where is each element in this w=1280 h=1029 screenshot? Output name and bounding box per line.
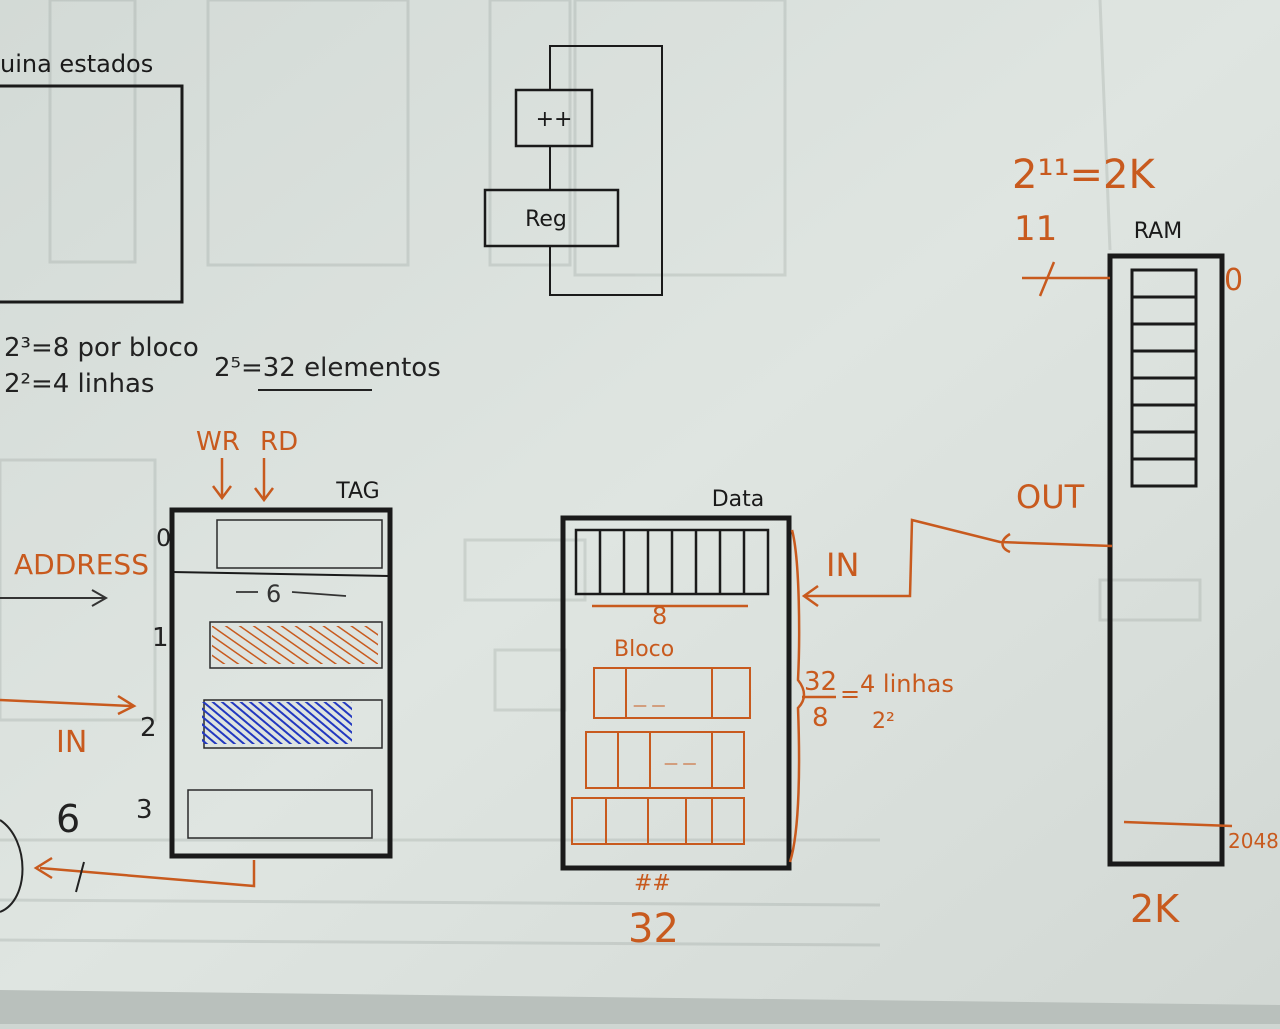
tag-memory-box bbox=[169, 507, 393, 859]
ram-to-data-wire bbox=[801, 518, 1113, 608]
tag-row-0 bbox=[216, 519, 383, 569]
data-block-row bbox=[574, 528, 770, 596]
ram-box bbox=[1107, 253, 1225, 867]
data-brace bbox=[788, 529, 806, 863]
paper-page bbox=[0, 0, 1280, 1005]
row-label-0: 0 bbox=[156, 524, 171, 552]
two-squared-label: 2² bbox=[872, 709, 895, 734]
state-machine-title: uina estados bbox=[0, 50, 153, 78]
ram-cells bbox=[1130, 268, 1198, 488]
wr-rd-arrows bbox=[212, 458, 274, 503]
counter-loop bbox=[549, 45, 663, 296]
rd-label: RD bbox=[260, 427, 298, 457]
svg-text:— —: — — bbox=[633, 698, 665, 714]
note-pow-a: 2³=8 por bloco bbox=[4, 333, 199, 363]
four-linhas-label: 4 linhas bbox=[860, 670, 954, 698]
tag-row-3 bbox=[187, 789, 373, 839]
tag-bits-label: 6 bbox=[266, 580, 281, 608]
tag-row-1 bbox=[209, 621, 383, 669]
eight-label: 8 bbox=[652, 602, 667, 630]
in-left-arrow bbox=[0, 694, 137, 716]
tag-title: TAG bbox=[335, 479, 379, 504]
svg-text:— —: — — bbox=[664, 756, 696, 772]
tag-row-2-hatch bbox=[202, 702, 352, 744]
tag-output-wire bbox=[33, 856, 256, 888]
bloco-label: Bloco bbox=[614, 637, 674, 662]
ram-last-address: 2048 bbox=[1228, 829, 1279, 853]
note-pow-b: 2²=4 linhas bbox=[4, 369, 154, 399]
ratio-equals: = bbox=[840, 680, 860, 708]
out-label: OUT bbox=[1016, 478, 1085, 516]
row-label-3: 3 bbox=[136, 795, 153, 825]
note-pow-c: 2⁵=32 elementos bbox=[214, 353, 441, 383]
scribbled-number: ## bbox=[634, 871, 671, 896]
ratio-denominator: 8 bbox=[812, 703, 829, 733]
data-width-label: 32 bbox=[628, 906, 679, 952]
row-label-2: 2 bbox=[140, 713, 157, 743]
increment-label: ++ bbox=[536, 107, 573, 132]
address-bits-label: 11 bbox=[1014, 209, 1057, 249]
address-arrow bbox=[0, 589, 109, 607]
row-label-1: 1 bbox=[152, 623, 169, 653]
ram-title: RAM bbox=[1134, 219, 1182, 244]
ram-size-equation: 2¹¹=2K bbox=[1012, 152, 1156, 198]
address-bus bbox=[1022, 261, 1110, 297]
six-left-label: 6 bbox=[56, 797, 80, 841]
state-machine-box bbox=[0, 84, 184, 304]
reg-label: Reg bbox=[525, 207, 567, 232]
bleed-through bbox=[0, 0, 1202, 947]
increment-box bbox=[514, 88, 594, 148]
data-title: Data bbox=[712, 487, 765, 512]
ram-capacity-label: 2K bbox=[1130, 887, 1180, 931]
in-data-label: IN bbox=[826, 546, 859, 584]
ram-first-address: 0 bbox=[1224, 263, 1243, 298]
wr-label: WR bbox=[196, 427, 240, 457]
data-memory-box bbox=[560, 515, 792, 871]
tag-row-1-hatch bbox=[212, 626, 378, 664]
address-label: ADDRESS bbox=[14, 548, 149, 581]
in-left-label: IN bbox=[56, 725, 87, 760]
reg-box bbox=[483, 188, 620, 248]
data-extra-rows bbox=[571, 667, 751, 845]
ratio-numerator: 32 bbox=[804, 667, 837, 697]
